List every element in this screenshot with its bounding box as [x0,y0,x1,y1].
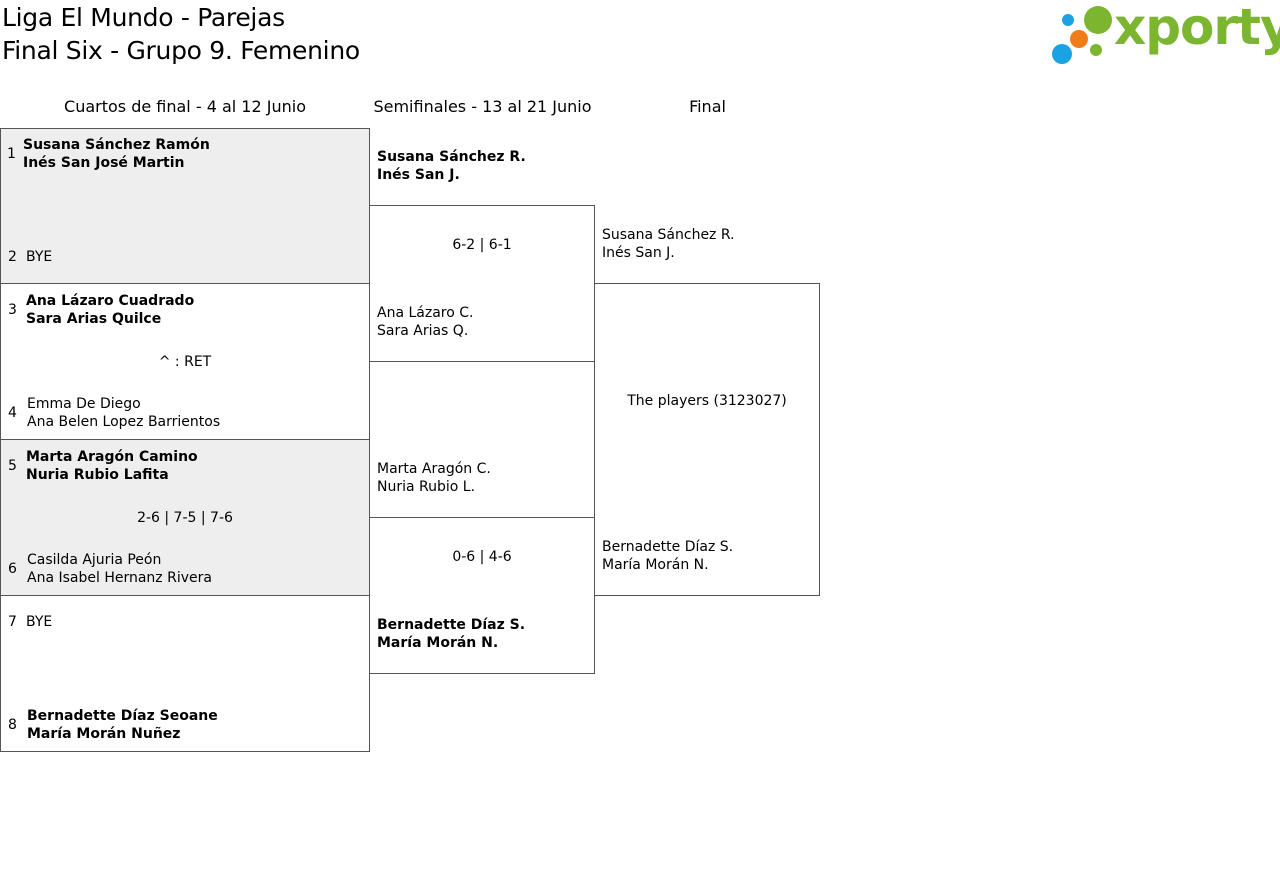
column-header-quarterfinals: Cuartos de final - 4 al 12 Junio [64,97,306,116]
player-name: Nuria Rubio L. [377,479,476,495]
team-entry[interactable]: Casilda Ajuria Peón Ana Isabel Hernanz R… [27,551,212,587]
player-name: Inés San J. [377,167,460,183]
page-subtitle: Final Six - Grupo 9. Femenino [2,36,360,65]
seed-number: 2 [8,249,17,265]
team-entry[interactable]: Susana Sánchez R. Inés San J. [602,226,735,262]
team-entry[interactable]: Bernadette Díaz Seoane María Morán Nuñez [27,707,218,743]
player-name: Marta Aragón C. [377,461,491,477]
player-name: BYE [26,249,53,265]
player-name: Susana Sánchez R. [602,227,735,243]
logo-dot-blue-large [1052,44,1072,64]
player-name: Nuria Rubio Lafita [26,467,169,483]
seed-number: 3 [8,302,17,318]
match-score: 0-6 | 4-6 [452,549,512,565]
column-header-final: Final [689,97,726,116]
team-entry[interactable]: Bernadette Díaz S. María Morán N. [602,538,733,574]
seed-number: 1 [7,146,16,162]
seed-number: 7 [8,614,17,630]
team-entry[interactable]: Susana Sánchez R. Inés San J. [377,148,526,184]
player-name: Casilda Ajuria Peón [27,552,162,568]
quarterfinal-match-1 [0,128,370,284]
player-name: Susana Sánchez Ramón [23,137,210,153]
team-entry[interactable]: Susana Sánchez Ramón Inés San José Marti… [23,136,210,172]
logo-dot-green [1084,6,1112,34]
player-name: BYE [26,614,53,630]
player-name: Ana Isabel Hernanz Rivera [27,570,212,586]
player-name: Susana Sánchez R. [377,149,526,165]
match-score: 2-6 | 7-5 | 7-6 [137,510,233,526]
player-name: Emma De Diego [27,396,141,412]
logo-dot-orange [1070,30,1088,48]
column-header-semifinals: Semifinales - 13 al 21 Junio [373,97,592,116]
team-entry[interactable]: Emma De Diego Ana Belen Lopez Barrientos [27,395,220,431]
player-name: Marta Aragón Camino [26,449,198,465]
player-name: Sara Arias Q. [377,323,469,339]
team-entry[interactable]: Bernadette Díaz S. María Morán N. [377,616,525,652]
player-name: Bernadette Díaz Seoane [27,708,218,724]
logo-dot-green-small [1090,44,1102,56]
match-score: ^ : RET [158,354,212,370]
player-name: Inés San José Martin [23,155,185,171]
seed-number: 4 [8,405,17,421]
team-entry[interactable]: Ana Lázaro C. Sara Arias Q. [377,304,473,340]
xporty-logo[interactable]: xporty [1050,2,1280,66]
player-name: Bernadette Díaz S. [602,539,734,555]
team-entry: BYE [26,613,52,631]
player-name: Ana Lázaro C. [377,305,474,321]
seed-number: 8 [8,717,17,733]
logo-text: xporty [1114,0,1280,56]
team-entry: BYE [26,248,52,266]
final-note: The players (3123027) [627,393,787,409]
player-name: María Morán Nuñez [27,726,181,742]
seed-number: 6 [8,561,17,577]
player-name: Inés San J. [602,245,675,261]
player-name: Ana Belen Lopez Barrientos [27,414,221,430]
player-name: María Morán N. [377,635,499,651]
team-entry[interactable]: Marta Aragón Camino Nuria Rubio Lafita [26,448,198,484]
team-entry[interactable]: Ana Lázaro Cuadrado Sara Arias Quilce [26,292,194,328]
final-match [594,283,820,596]
player-name: Sara Arias Quilce [26,311,162,327]
player-name: Ana Lázaro Cuadrado [26,293,195,309]
logo-dot-blue [1062,14,1074,26]
player-name: Bernadette Díaz S. [377,617,526,633]
seed-number: 5 [8,458,17,474]
team-entry[interactable]: Marta Aragón C. Nuria Rubio L. [377,460,491,496]
match-score: 6-2 | 6-1 [452,237,512,253]
quarterfinal-match-3 [0,439,370,596]
player-name: María Morán N. [602,557,709,573]
page-title: Liga El Mundo - Parejas [2,3,285,32]
